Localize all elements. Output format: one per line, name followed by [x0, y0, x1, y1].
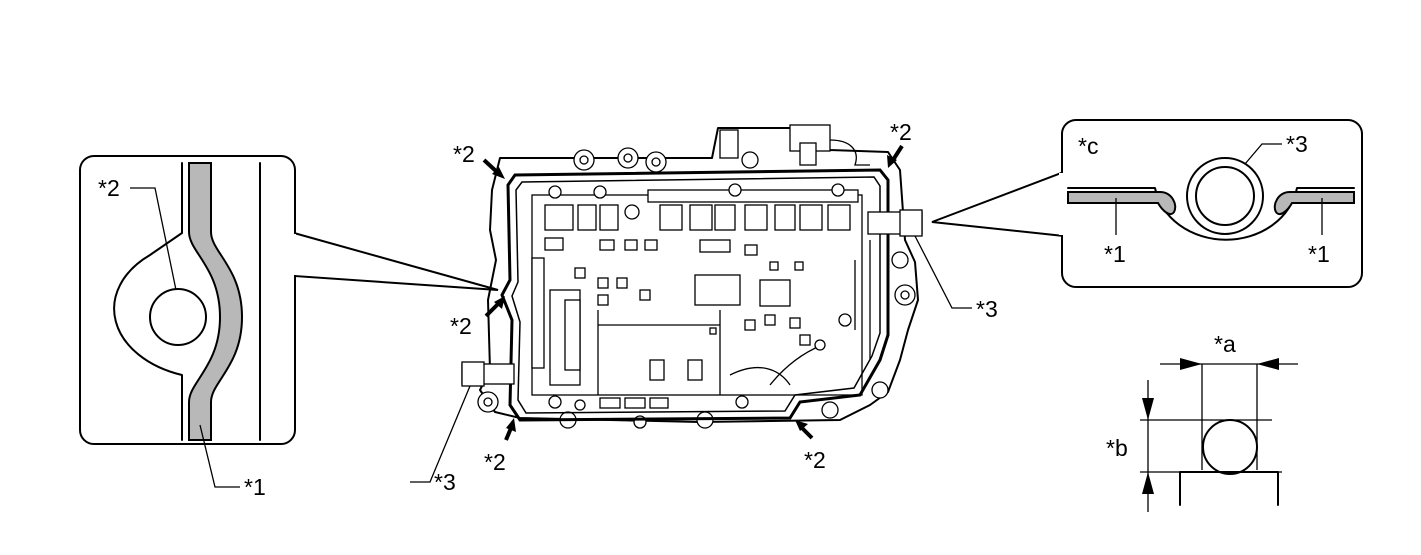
main-top-right-label: *2 — [890, 119, 912, 145]
right-detail-view: *c *3 *1 *1 — [931, 119, 1363, 288]
bead-dimension-detail: *a *b — [1106, 331, 1298, 512]
left-detail-frame — [79, 155, 296, 445]
right-detail-view-label: *c — [1078, 133, 1098, 159]
right-seal-bead-right — [1273, 191, 1355, 216]
left-bead-label: *1 — [244, 474, 266, 500]
left-detail-bolt-hole — [149, 288, 207, 346]
left-seal-bead — [188, 162, 244, 441]
main-bottom-right-label: *2 — [804, 447, 826, 473]
left-hole-leader — [130, 187, 177, 291]
dimension-height-label: *b — [1106, 435, 1128, 461]
left-bead-leader — [199, 424, 240, 488]
bead-cross-section — [1202, 419, 1258, 475]
arrow-top-left — [482, 158, 505, 179]
right-bead-left-label: *1 — [1104, 241, 1126, 267]
right-seal-bead-left — [1067, 191, 1177, 216]
main-top-left-label: *2 — [453, 141, 475, 167]
left-hole-label: *2 — [98, 175, 120, 201]
right-pipe-leader — [914, 235, 972, 309]
main-right-pipe-label: *3 — [976, 296, 998, 322]
left-detail-view: *2 *1 — [79, 155, 499, 500]
arrow-top-right — [887, 144, 904, 168]
right-detail-pipe-outer — [1186, 157, 1264, 235]
left-callout-pointer — [293, 231, 499, 291]
right-detail-pipe-label: *3 — [1286, 131, 1308, 157]
arrow-bottom-left — [504, 418, 516, 441]
right-pipe-leader-detail — [1244, 143, 1282, 165]
main-bottom-left-label: *2 — [484, 449, 506, 475]
right-callout-pointer — [931, 170, 1065, 238]
arrow-left-mid — [484, 296, 505, 318]
main-gasket-inner — [511, 176, 881, 414]
right-bead-right-label: *1 — [1308, 241, 1330, 267]
right-detail-pipe-inner — [1195, 166, 1255, 226]
left-pipe-leader — [410, 385, 471, 483]
arrow-bottom-right — [795, 420, 814, 440]
main-left-pipe-label: *3 — [434, 469, 456, 495]
main-left-mid-label: *2 — [450, 313, 472, 339]
dimension-width-label: *a — [1214, 331, 1236, 357]
inverter-assembly: *2 *2 *2 *2 *2 *3 *3 — [410, 119, 998, 495]
left-flange-outline — [113, 162, 183, 441]
